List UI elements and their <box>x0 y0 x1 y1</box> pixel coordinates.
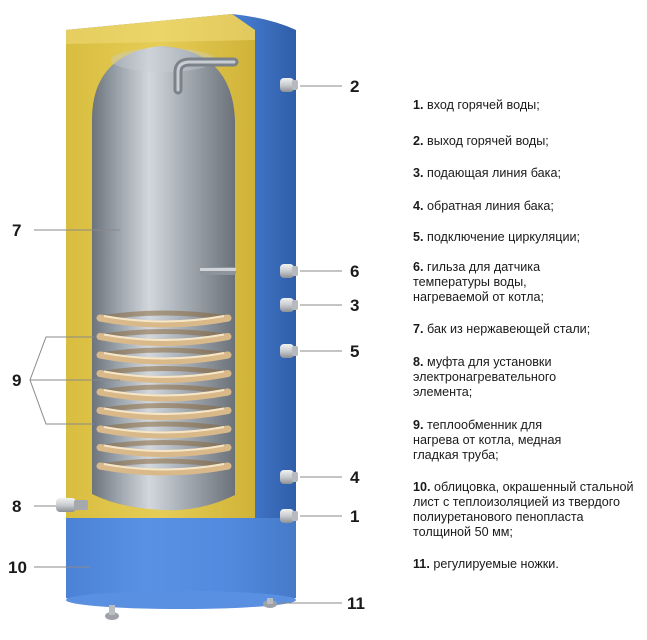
legend-item-10: 10. облицовка, окрашенный стальной лист … <box>413 480 643 540</box>
callout-8: 8 <box>12 497 21 516</box>
coil-turn-front <box>96 388 232 402</box>
sensor-sleeve <box>200 267 236 275</box>
coil-turn-front <box>96 407 232 420</box>
callout-2: 2 <box>350 77 359 96</box>
legend-num: 10. <box>413 480 431 494</box>
coil-turn-back <box>99 384 229 395</box>
legend-text: регулируемые ножки. <box>433 557 559 571</box>
coil-turn-front <box>96 314 232 328</box>
heat-exchanger-coil <box>96 310 232 476</box>
legend-text: гильза для датчика температуры воды, наг… <box>413 260 545 304</box>
coil-turn-highlight <box>103 315 225 323</box>
legend-text: муфта для установки электронагревательно… <box>413 355 557 399</box>
coil-turn-front <box>96 370 232 383</box>
legend-num: 1. <box>413 98 424 112</box>
legend-item-6: 6. гильза для датчика температуры воды, … <box>413 260 573 305</box>
legend-num: 5. <box>413 230 424 244</box>
coil-turn-highlight <box>103 426 225 434</box>
coil-turn-back <box>99 421 229 432</box>
coil-turn-front <box>96 425 232 439</box>
callout-numbers: 1 2 3 4 5 6 7 8 9 10 11 <box>8 77 365 613</box>
coil-turn-highlight <box>103 407 225 415</box>
coil-turn-highlight <box>103 444 225 452</box>
legend-item-11: 11. регулируемые ножки. <box>413 557 643 572</box>
adjustable-feet <box>105 598 277 620</box>
legend-text: бак из нержавеющей стали; <box>427 322 591 336</box>
port-1 <box>280 509 298 523</box>
legend-text: облицовка, окрашенный стальной лист с те… <box>413 480 634 539</box>
callout-4: 4 <box>350 468 360 487</box>
port-4 <box>280 470 298 484</box>
coil-turn-back <box>99 310 229 321</box>
callout-10: 10 <box>8 558 27 577</box>
port-2 <box>280 78 298 92</box>
legend-text: вход горячей воды; <box>427 98 540 112</box>
legend-num: 11. <box>413 557 430 571</box>
coil-turn-highlight <box>103 463 225 471</box>
callout-1: 1 <box>350 507 359 526</box>
callout-9: 9 <box>12 371 21 390</box>
callout-11: 11 <box>347 594 365 613</box>
legend-item-8: 8. муфта для установки электронагревател… <box>413 355 603 400</box>
inner-outlet-pipe <box>173 57 239 95</box>
coil-turn-front <box>96 351 232 365</box>
coil-turn-highlight <box>103 333 225 341</box>
legend-item-2: 2. выход горячей воды; <box>413 134 643 149</box>
legend-text: теплообменник для нагрева от котла, медн… <box>413 418 562 462</box>
legend-num: 4. <box>413 199 424 213</box>
callout-7: 7 <box>12 221 21 240</box>
coil-turn-back <box>99 458 229 469</box>
port-5 <box>280 344 298 358</box>
legend-num: 9. <box>413 418 424 432</box>
legend-num: 8. <box>413 355 424 369</box>
callout-5: 5 <box>350 342 359 361</box>
legend-item-1: 1. вход горячей воды; <box>413 98 643 113</box>
coil-turn-front <box>96 462 232 476</box>
legend-text: обратная линия бака; <box>427 199 554 213</box>
coil-turn-front <box>96 333 232 346</box>
legend-item-5: 5. подключение циркуляции; <box>413 230 643 245</box>
callout-3: 3 <box>350 296 359 315</box>
legend-text: выход горячей воды; <box>427 134 549 148</box>
legend-item-9: 9. теплообменник для нагрева от котла, м… <box>413 418 563 463</box>
legend-num: 2. <box>413 134 424 148</box>
heater-socket <box>56 498 88 512</box>
port-6 <box>280 264 298 278</box>
coil-turn-back <box>99 440 229 450</box>
legend-text: подключение циркуляции; <box>427 230 581 244</box>
legend-item-4: 4. обратная линия бака; <box>413 199 643 214</box>
coil-turn-highlight <box>103 352 225 360</box>
legend-num: 6. <box>413 260 424 274</box>
coil-turn-front <box>96 444 232 457</box>
legend-text: подающая линия бака; <box>427 166 561 180</box>
legend-num: 7. <box>413 322 424 336</box>
coil-turn-back <box>99 403 229 413</box>
coil-turn-back <box>99 329 229 339</box>
coil-turn-highlight <box>103 389 225 397</box>
coil-turn-back <box>99 347 229 358</box>
legend-num: 3. <box>413 166 424 180</box>
leader-lines <box>29 85 342 604</box>
callout-6: 6 <box>350 262 359 281</box>
legend-item-7: 7. бак из нержавеющей стали; <box>413 322 643 337</box>
port-3 <box>280 298 298 312</box>
legend-item-3: 3. подающая линия бака; <box>413 166 643 181</box>
coil-turn-highlight <box>103 370 225 378</box>
coil-turn-back <box>99 366 229 376</box>
